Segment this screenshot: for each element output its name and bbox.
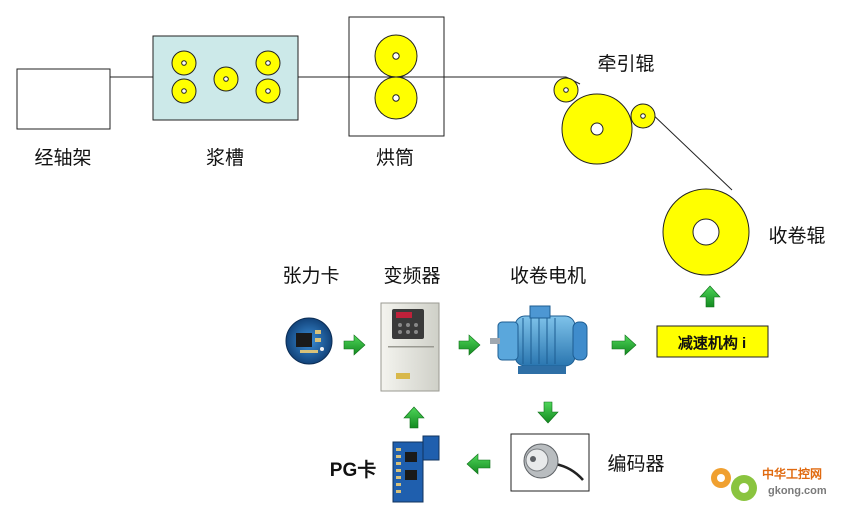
inverter-image	[380, 302, 440, 392]
pg-card-label: PG卡	[330, 458, 376, 481]
watermark-cn: 中华工控网	[762, 466, 822, 481]
traction-roller-label: 牵引辊	[597, 53, 654, 75]
tension-card-label: 张力卡	[282, 265, 339, 287]
arrow-down-icon	[537, 401, 559, 424]
traction-rollers	[553, 77, 656, 165]
take-up-roller-label: 收卷辊	[768, 225, 825, 247]
drying-cylinder-label: 烘筒	[376, 147, 414, 169]
arrow-up-icon	[403, 406, 425, 429]
encoder-image	[523, 443, 584, 481]
watermark-url: gkong.com	[768, 485, 827, 497]
take-up-motor-label: 收卷电机	[510, 265, 586, 287]
arrows	[343, 285, 721, 475]
size-box-label: 浆槽	[206, 147, 244, 169]
pg-card-image	[392, 435, 440, 503]
reducer-label: 减速机构 i	[678, 334, 746, 352]
watermark: 中华工控网 gkong.com	[711, 466, 827, 501]
size-box-rollers	[171, 50, 281, 104]
take-up-motor-image	[490, 305, 588, 374]
drying-cylinders	[374, 34, 418, 120]
inverter-label: 变频器	[383, 265, 440, 287]
arrow-right-icon	[458, 334, 481, 356]
reducer-box	[656, 325, 769, 358]
arrow-right-icon	[611, 334, 637, 356]
tension-card-image	[285, 317, 333, 365]
arrow-left-icon	[466, 453, 491, 475]
warp-beam-frame	[16, 68, 111, 130]
warp-beam-label: 经轴架	[34, 147, 91, 169]
arrow-right-icon	[343, 334, 366, 356]
encoder-label: 编码器	[607, 453, 664, 475]
arrow-up-icon	[699, 285, 721, 308]
take-up-roller	[662, 188, 750, 276]
